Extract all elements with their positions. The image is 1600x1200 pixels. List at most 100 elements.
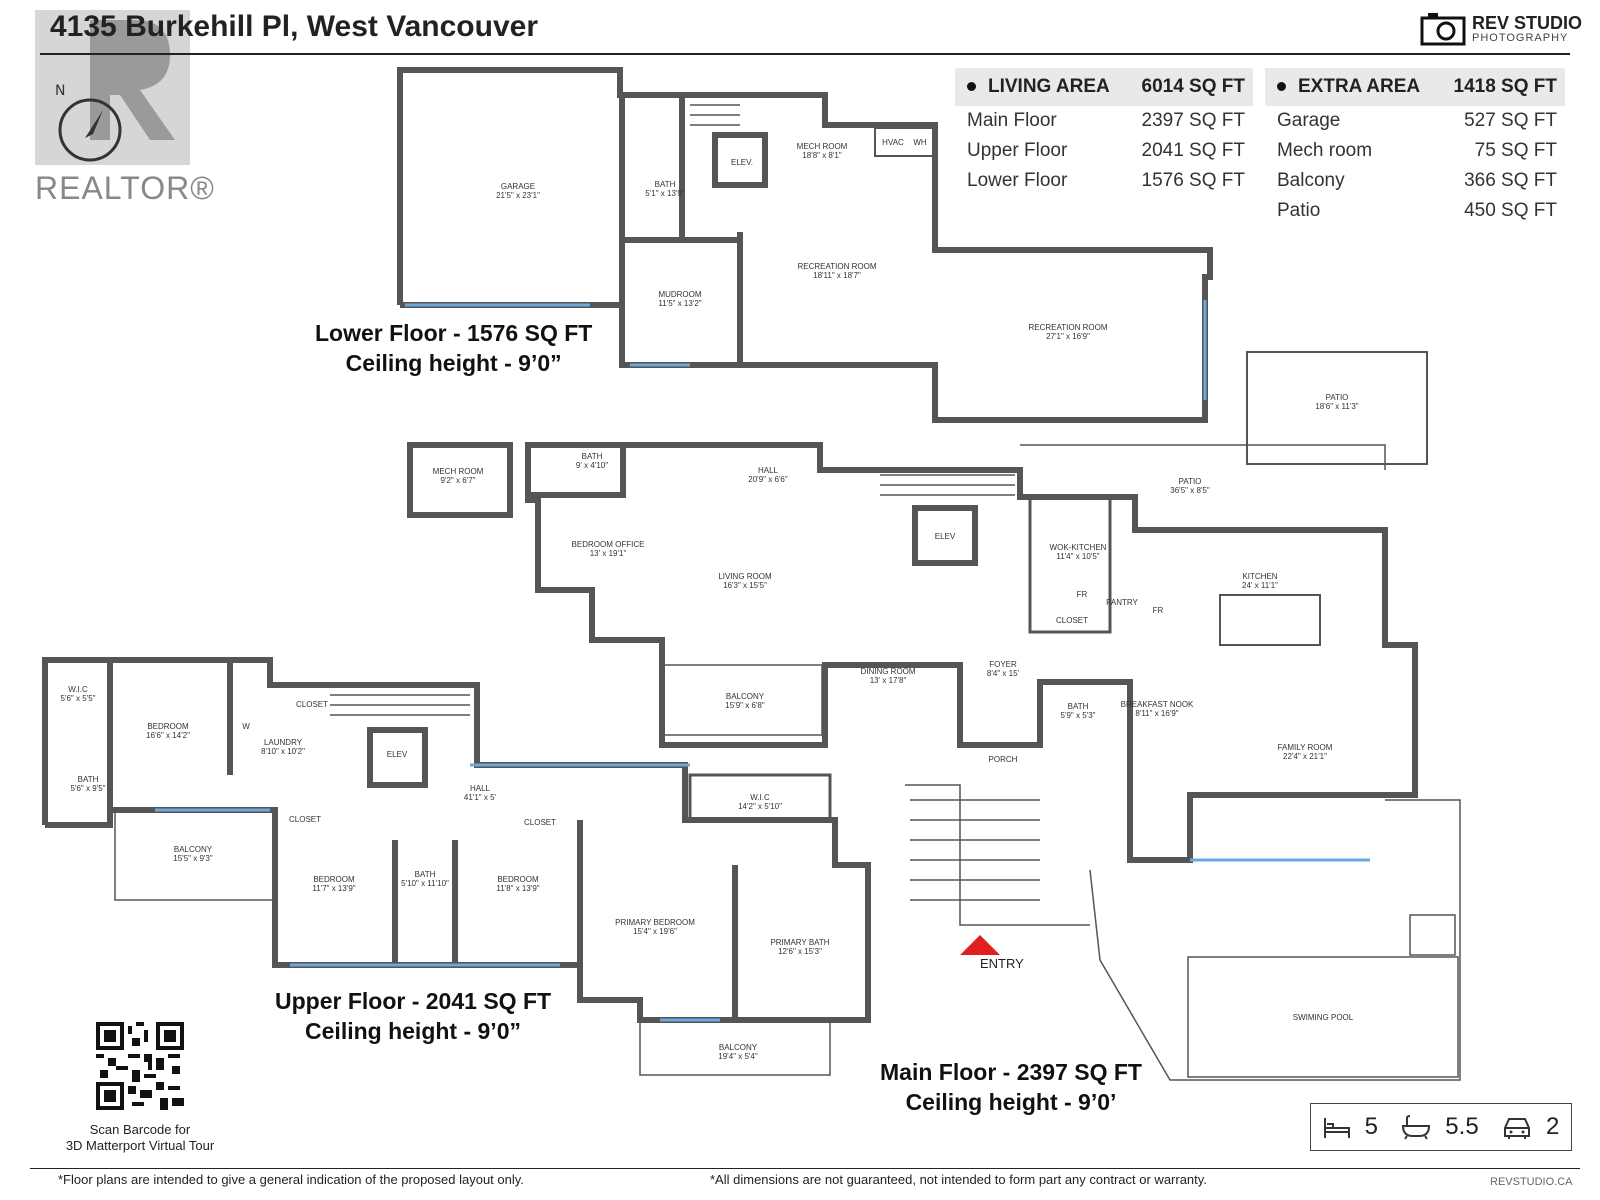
living-area-table: LIVING AREA 6014 SQ FT Main Floor 2397 SQ… (955, 68, 1253, 196)
area-value: 1576 SQ FT (1141, 170, 1246, 191)
footer-divider (30, 1168, 1580, 1169)
qr-caption: Scan Barcode for 3D Matterport Virtual T… (60, 1122, 220, 1154)
room-label: CLOSET (523, 818, 557, 827)
room-label: W (242, 722, 250, 731)
car-icon (1503, 1118, 1530, 1139)
area-row: Balcony 366 SQ FT (1265, 166, 1565, 196)
main-floor-label: Main Floor - 2397 SQ FT Ceiling height -… (880, 1057, 1142, 1117)
bathtub-icon (1402, 1115, 1431, 1140)
stat-garage: 2 (1502, 1113, 1559, 1141)
upper-floor-label: Upper Floor - 2041 SQ FT Ceiling height … (275, 986, 551, 1046)
extra-area-header: EXTRA AREA 1418 SQ FT (1265, 68, 1565, 106)
bath-count: 5.5 (1445, 1113, 1479, 1140)
area-label: Balcony (1277, 170, 1345, 191)
room-label: ELEV (386, 750, 408, 759)
brand-name: REV STUDIO (1472, 13, 1583, 33)
floor-area: Lower Floor - 1576 SQ FT (315, 320, 593, 346)
area-value: 527 SQ FT (1464, 110, 1557, 131)
area-row: Garage 527 SQ FT (1265, 106, 1565, 136)
area-row: Mech room 75 SQ FT (1265, 136, 1565, 166)
bedroom-count: 5 (1364, 1113, 1378, 1140)
extra-area-total: 1418 SQ FT (1453, 76, 1558, 97)
floor-area: Main Floor - 2397 SQ FT (880, 1059, 1142, 1085)
room-label: FR (1076, 590, 1088, 599)
area-value: 2397 SQ FT (1141, 110, 1246, 131)
area-row: Main Floor 2397 SQ FT (955, 106, 1253, 136)
room-label: HVAC (882, 138, 904, 147)
room-label: FR (1152, 606, 1164, 615)
stat-bedrooms: 5 (1323, 1113, 1378, 1141)
room-label: CLOSET (1055, 616, 1089, 625)
area-label: Mech room (1277, 140, 1373, 161)
area-value: 2041 SQ FT (1141, 140, 1246, 161)
floor-area: Upper Floor - 2041 SQ FT (275, 988, 552, 1014)
area-label: Lower Floor (967, 170, 1068, 191)
garage-count: 2 (1545, 1113, 1560, 1140)
room-label: CLOSET (288, 815, 322, 824)
room-label: ELEV. (731, 158, 753, 167)
room-label: ELEV (934, 532, 956, 541)
property-stats: 5 5.5 2 (1310, 1103, 1572, 1151)
bed-icon (1323, 1118, 1350, 1138)
room-label: PANTRY (1106, 598, 1138, 607)
extra-area-title: EXTRA AREA (1298, 76, 1421, 97)
property-address: 4135 Burkehill Pl, West Vancouver (50, 10, 538, 43)
svg-text:N: N (55, 83, 65, 99)
lower-floor-outline (397, 67, 1213, 423)
area-label: Main Floor (967, 110, 1057, 131)
area-value: 75 SQ FT (1474, 140, 1557, 161)
area-row: Lower Floor 1576 SQ FT (955, 166, 1253, 196)
qr-code[interactable] (96, 1022, 184, 1110)
living-area-header: LIVING AREA 6014 SQ FT (955, 68, 1253, 106)
area-value: 366 SQ FT (1464, 170, 1557, 191)
stat-baths: 5.5 (1401, 1113, 1479, 1141)
floor-ceiling: Ceiling height - 9’0’ (905, 1089, 1117, 1115)
floor-ceiling: Ceiling height - 9’0” (345, 350, 562, 376)
camera-icon (1420, 13, 1466, 46)
realtor-logo: N (35, 10, 190, 170)
qr-caption-line: Scan Barcode for (89, 1122, 191, 1137)
floor-ceiling: Ceiling height - 9’0” (305, 1018, 521, 1044)
living-area-total: 6014 SQ FT (1141, 76, 1246, 97)
entry-marker (960, 935, 1000, 955)
realtor-wordmark: REALTOR® (35, 170, 215, 206)
lower-floor-label: Lower Floor - 1576 SQ FT Ceiling height … (315, 318, 592, 378)
footer-disclaimer-left: *Floor plans are intended to give a gene… (58, 1172, 524, 1187)
entry-label: ENTRY (980, 956, 1024, 971)
area-value: 450 SQ FT (1464, 200, 1557, 221)
room-label: PORCH (988, 755, 1018, 764)
area-label: Garage (1277, 110, 1341, 131)
brand-sub: PHOTOGRAPHY (1472, 32, 1569, 44)
living-area-title: LIVING AREA (988, 76, 1110, 97)
footer-site[interactable]: REVSTUDIO.CA (1490, 1176, 1573, 1188)
